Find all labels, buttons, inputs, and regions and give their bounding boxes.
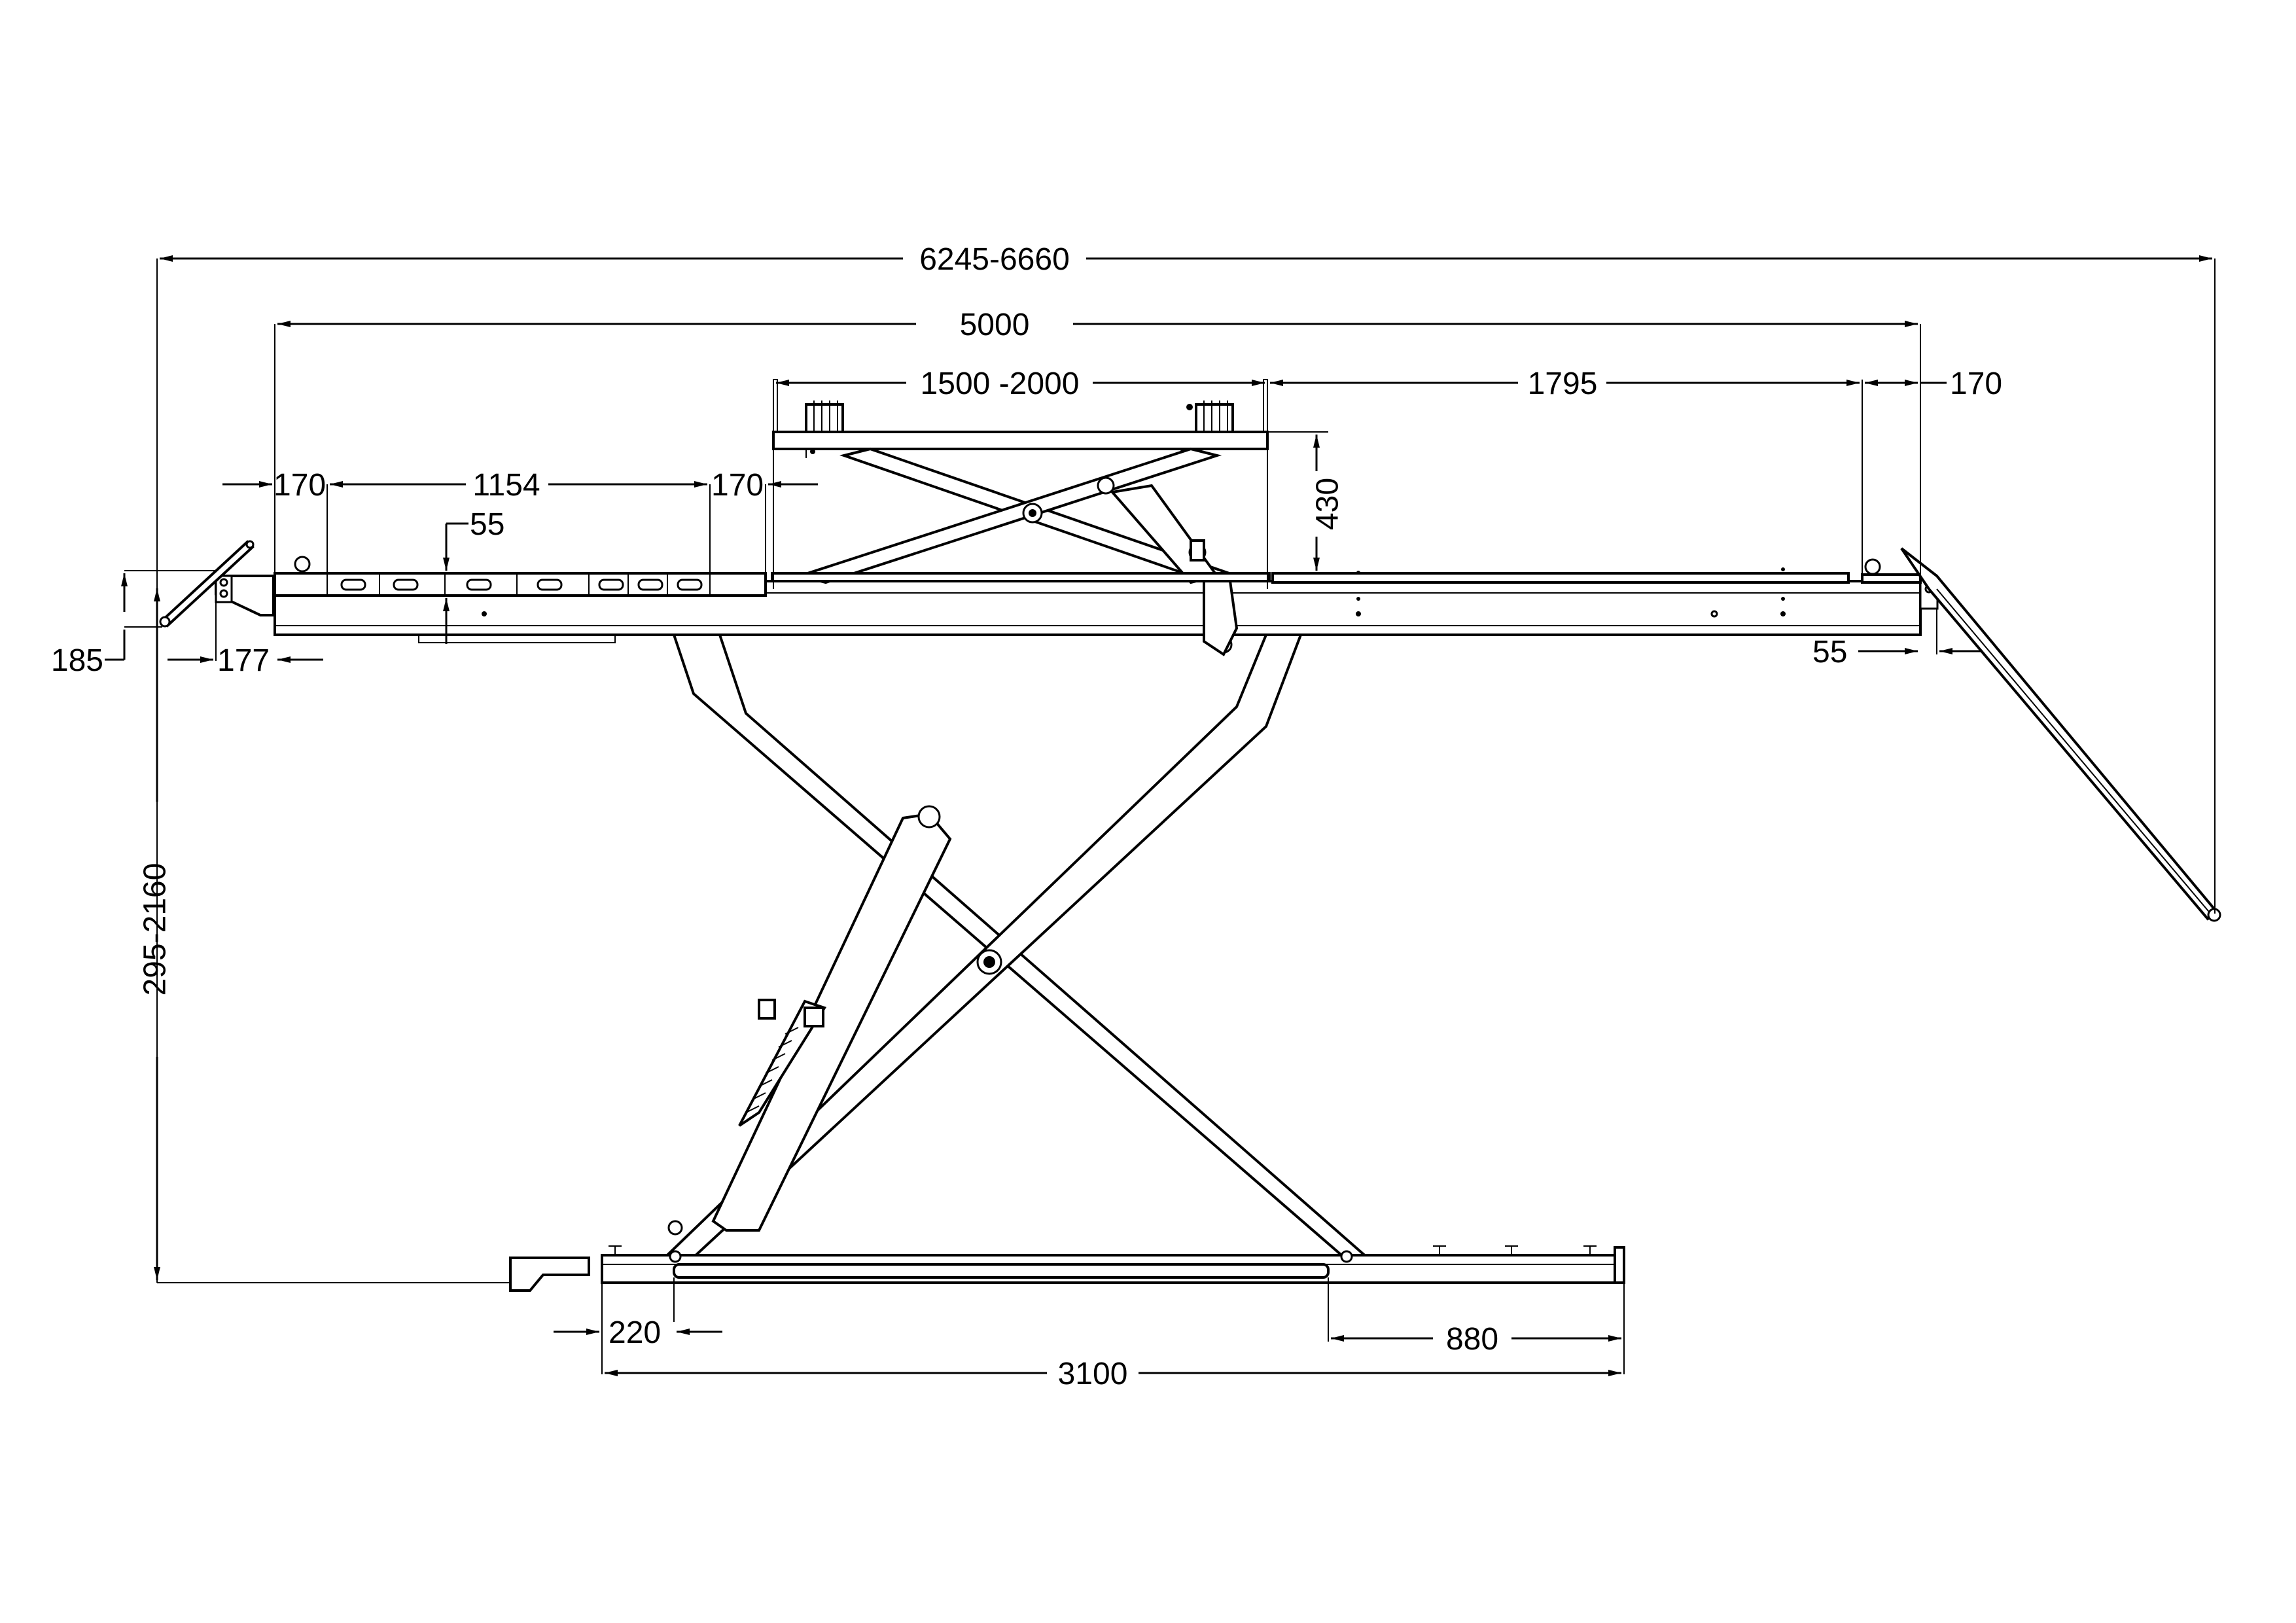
dim-base-length: 3100 [605, 1357, 1621, 1391]
dim-extension-length: 1500 -2000 [773, 366, 1268, 589]
dim-base-rear: 880 [1328, 1277, 1625, 1374]
label-ramp-rise: 185 [51, 643, 103, 678]
main-scissor [652, 633, 1381, 1268]
main-platform [215, 556, 1939, 643]
dim-slot-depth: 55 [443, 507, 504, 644]
label-overall-length: 6245-6660 [919, 242, 1070, 277]
lift-structure [159, 379, 2221, 1292]
label-extension-length: 1500 -2000 [921, 366, 1080, 401]
dim-ramp-offset: 177 [168, 596, 323, 678]
rear-ramp [1900, 547, 2221, 922]
dimensions: 6245-6660 5000 1500 -2000 1795 [51, 242, 2216, 1391]
dim-front-slots: 170 1154 170 [222, 468, 818, 573]
label-ramp-offset: 177 [217, 643, 270, 678]
dim-rear-end: 170 [1865, 366, 2002, 401]
label-base-length: 3100 [1058, 1357, 1128, 1391]
label-front-end-right: 170 [711, 468, 764, 503]
slot-row [327, 573, 711, 596]
dim-base-offset: 220 [554, 1277, 722, 1374]
label-rear-length: 1795 [1528, 366, 1598, 401]
base-frame [509, 1245, 1625, 1292]
label-slot-span: 1154 [472, 468, 540, 503]
label-front-end-left: 170 [274, 468, 326, 503]
label-platform-length: 5000 [960, 308, 1030, 342]
dim-extension-height: 430 [1267, 431, 1345, 571]
extension-scissor [771, 447, 1271, 656]
dim-platform-length: 5000 [274, 308, 1921, 581]
dim-rear-step: 55 [1812, 609, 1983, 669]
label-slot-depth: 55 [470, 507, 504, 542]
extension-platform [772, 379, 1269, 458]
label-height-range: 295-2160 [138, 863, 173, 996]
label-base-offset: 220 [609, 1315, 661, 1350]
label-extension-height: 430 [1311, 478, 1345, 530]
dim-rear-length: 1795 [1270, 366, 1863, 576]
label-rear-step: 55 [1812, 635, 1847, 669]
label-rear-end: 170 [1950, 366, 2002, 401]
front-ramp [159, 540, 255, 628]
dim-height-range: 295-2160 [138, 588, 510, 1283]
label-base-rear: 880 [1446, 1322, 1498, 1357]
dim-ramp-rise: 185 [51, 570, 217, 678]
